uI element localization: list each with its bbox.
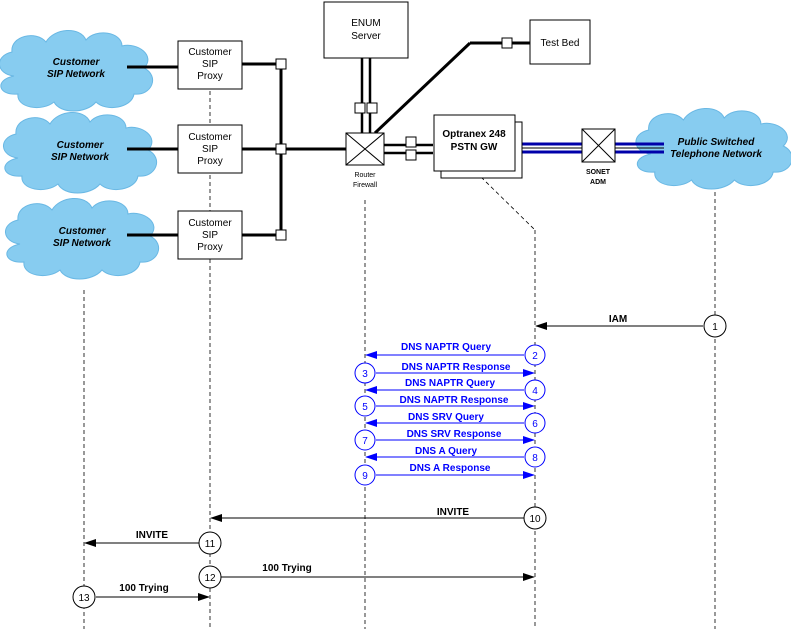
connector — [405, 149, 417, 161]
message-number: 5 — [362, 402, 368, 413]
message-label: 100 Trying — [262, 563, 311, 574]
message-8: DNS A Query 8 — [365, 446, 546, 468]
cloud-label-line2: Telephone Network — [670, 149, 762, 160]
enum-server: ENUM Server — [323, 1, 409, 59]
pstn-gateway: Optranex 248 PSTN GW — [433, 114, 523, 179]
message-label: INVITE — [136, 530, 169, 541]
cloud-sip-network-2: Customer SIP Network — [2, 111, 158, 194]
cloud-sip-network-1: Customer SIP Network — [0, 29, 154, 112]
message-number: 13 — [78, 593, 90, 604]
test-bed: Test Bed — [529, 19, 591, 65]
sip-proxy-1: Customer SIP Proxy — [177, 40, 243, 90]
message-number: 3 — [362, 369, 368, 380]
proxy-line2: SIP — [202, 230, 218, 241]
proxy-line1: Customer — [188, 47, 232, 58]
message-number: 11 — [205, 539, 216, 550]
message-label: DNS NAPTR Response — [400, 395, 509, 406]
message-11: INVITE 11 — [84, 530, 222, 555]
message-label: DNS SRV Response — [407, 429, 502, 440]
message-label: DNS SRV Query — [408, 412, 484, 423]
message-number: 12 — [204, 573, 216, 584]
message-6: DNS SRV Query 6 — [365, 412, 546, 434]
connector — [354, 102, 366, 114]
lifeline-gateway-connector — [480, 176, 536, 231]
message-number: 2 — [532, 351, 538, 362]
message-number: 7 — [362, 436, 368, 447]
cloud-label-line1: Customer — [59, 226, 107, 237]
message-label: DNS NAPTR Query — [405, 378, 495, 389]
connector — [405, 136, 417, 148]
connector — [275, 58, 287, 70]
connector — [275, 229, 287, 241]
message-label: DNS A Response — [410, 463, 491, 474]
message-10: INVITE 10 — [210, 506, 547, 530]
test-bed-label: Test Bed — [541, 38, 580, 49]
cloud-label-line1: Public Switched — [678, 137, 756, 148]
message-1: IAM 1 — [535, 314, 727, 338]
message-label: DNS A Query — [415, 446, 477, 457]
message-2: DNS NAPTR Query 2 — [365, 342, 546, 366]
sip-proxy-2: Customer SIP Proxy — [177, 124, 243, 174]
proxy-line3: Proxy — [197, 242, 223, 253]
sonet-line2: ADM — [590, 179, 606, 186]
message-label: DNS NAPTR Query — [401, 342, 491, 353]
router-line1: Router — [354, 172, 376, 179]
proxy-line3: Proxy — [197, 156, 223, 167]
connector — [275, 143, 287, 155]
sonet-adm: SONET ADM — [581, 128, 616, 186]
router-line2: Firewall — [353, 182, 378, 189]
gateway-line2: PSTN GW — [451, 142, 498, 153]
cloud-label-line2: SIP Network — [53, 238, 111, 249]
proxy-line1: Customer — [188, 218, 232, 229]
proxy-line2: SIP — [202, 59, 218, 70]
messages: IAM 1 DNS NAPTR Query 2 DNS NAPTR Respon… — [72, 314, 727, 609]
sip-proxy-3: Customer SIP Proxy — [177, 210, 243, 260]
message-label: INVITE — [437, 507, 470, 518]
message-12: 100 Trying 12 — [198, 563, 535, 589]
router-firewall: Router Firewall — [345, 132, 385, 189]
message-7: DNS SRV Response 7 — [354, 429, 535, 451]
proxy-line1: Customer — [188, 132, 232, 143]
enum-line1: ENUM — [351, 18, 380, 29]
cloud-sip-network-3: Customer SIP Network — [4, 197, 160, 280]
sonet-line1: SONET — [586, 169, 611, 176]
gateway-line1: Optranex 248 — [442, 129, 506, 140]
message-number: 1 — [712, 322, 718, 333]
proxy-line2: SIP — [202, 144, 218, 155]
message-number: 9 — [362, 471, 368, 482]
cloud-label-line1: Customer — [53, 57, 101, 68]
network-links — [127, 41, 530, 237]
message-number: 4 — [532, 386, 538, 397]
message-label: 100 Trying — [119, 583, 168, 594]
message-5: DNS NAPTR Response 5 — [354, 395, 535, 417]
cloud-label-line1: Customer — [57, 140, 105, 151]
message-3: DNS NAPTR Response 3 — [354, 362, 535, 384]
message-label: DNS NAPTR Response — [402, 362, 511, 373]
connectors — [275, 37, 513, 241]
message-label: IAM — [609, 314, 627, 325]
proxy-line3: Proxy — [197, 71, 223, 82]
message-9: DNS A Response 9 — [354, 463, 535, 486]
message-number: 10 — [529, 514, 541, 525]
cloud-label-line2: SIP Network — [47, 69, 105, 80]
message-number: 6 — [532, 419, 538, 430]
optical-links — [516, 142, 664, 154]
cloud-label-line2: SIP Network — [51, 152, 109, 163]
message-13: 100 Trying 13 — [72, 583, 210, 609]
connector — [366, 102, 378, 114]
link-router-testbed — [373, 41, 472, 135]
message-number: 8 — [532, 453, 538, 464]
cloud-pstn: Public Switched Telephone Network — [635, 107, 791, 190]
enum-line2: Server — [351, 31, 381, 42]
connector — [501, 37, 513, 49]
message-4: DNS NAPTR Query 4 — [365, 378, 546, 401]
